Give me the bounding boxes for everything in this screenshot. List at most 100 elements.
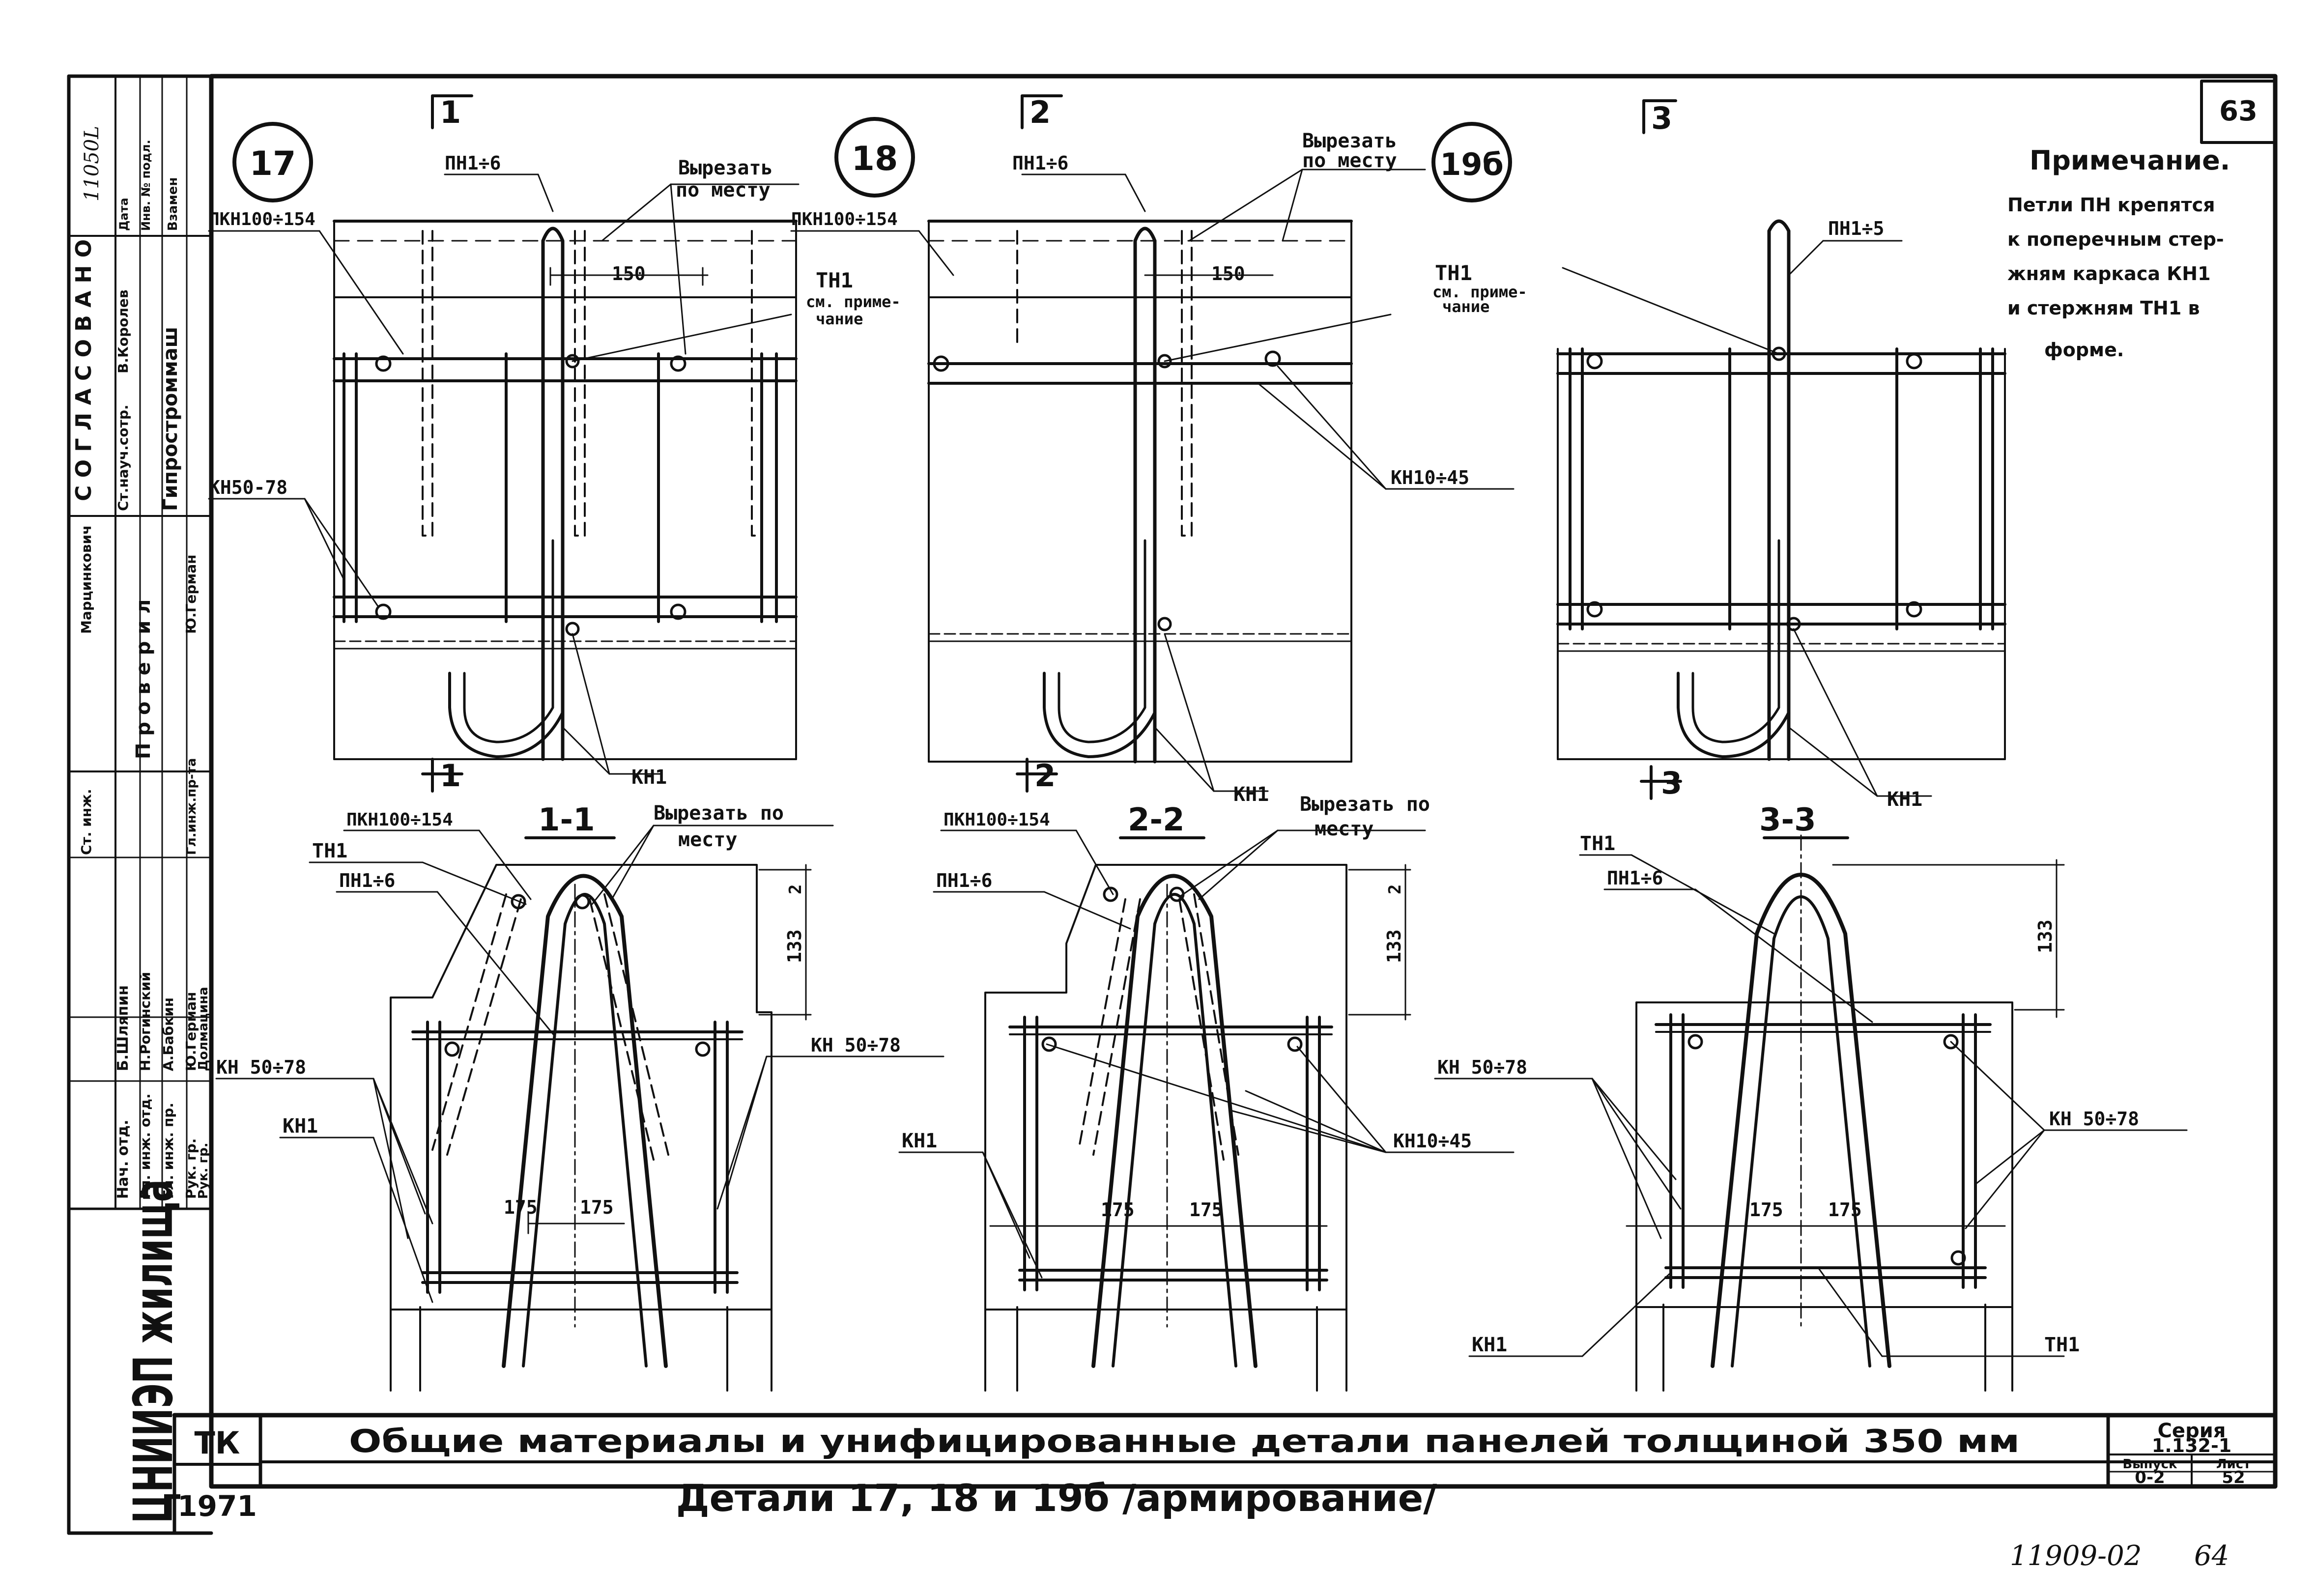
label-pkn: ПКН100÷154 bbox=[791, 209, 898, 229]
label-pn: ПН1÷6 bbox=[339, 870, 395, 891]
stamp-german: Ю.Герман bbox=[183, 554, 199, 634]
detail-17-plan bbox=[333, 94, 798, 793]
label-pn: ПН1÷6 bbox=[936, 870, 992, 891]
label-pkn: ПКН100÷154 bbox=[346, 810, 453, 830]
section-mark-3-bottom: 3 bbox=[1661, 765, 1682, 801]
detail-19b-plan-leaders bbox=[1562, 240, 1932, 797]
stamp-korolev: В.Королев bbox=[115, 289, 131, 373]
section-3-3 bbox=[1626, 834, 2065, 1392]
stamp-st-nauch: Ст.науч.сотр. bbox=[115, 404, 131, 511]
label-cut: Вырезать bbox=[1302, 130, 1397, 152]
note-line: и стержням ТН1 в bbox=[2007, 297, 2200, 319]
stamp-date: Дата bbox=[117, 198, 131, 231]
label-tn1: ТН1 bbox=[1580, 832, 1615, 855]
label-kn50: КН 50÷78 bbox=[2049, 1108, 2139, 1130]
section-mark-2-bottom: 2 bbox=[1034, 758, 1056, 794]
label-cut: по месту bbox=[1302, 149, 1397, 172]
section-3-3-leaders bbox=[1434, 854, 2188, 1357]
stamp-role: Гл. инж. отд. bbox=[137, 1093, 153, 1199]
dim-133: 133 bbox=[1383, 929, 1405, 963]
org-name: ЦНИИЭП жилища bbox=[122, 1179, 185, 1523]
stamp-name: Н.Рогинский bbox=[137, 972, 153, 1071]
dim-150: 150 bbox=[1211, 263, 1245, 285]
sheet-number-box bbox=[2200, 80, 2277, 144]
dim-2: 2 bbox=[786, 884, 805, 894]
section-1-1 bbox=[390, 836, 812, 1392]
note-line: форме. bbox=[2044, 339, 2124, 361]
label-tn1: ТН1 bbox=[1435, 261, 1472, 285]
page-number: 64 bbox=[2194, 1540, 2229, 1572]
stamp-role: Нач. отд. bbox=[114, 1120, 132, 1199]
detail-18-plan-leaders bbox=[790, 169, 1515, 792]
label-kn1: КН1 bbox=[283, 1115, 318, 1138]
dim-133: 133 bbox=[2034, 919, 2056, 953]
vypusk-label: Выпуск bbox=[2122, 1457, 2177, 1472]
archive-number: 11909-02 bbox=[2010, 1540, 2142, 1572]
detail-17-bubble bbox=[232, 122, 313, 202]
label-cut: месту bbox=[678, 828, 737, 851]
label-cut: Вырезать по bbox=[654, 802, 784, 825]
stamp-proveril: П р о в е р и л bbox=[132, 599, 155, 759]
dim-175: 175 bbox=[504, 1197, 538, 1218]
stamp-name: Ю.Герман bbox=[183, 992, 199, 1071]
side-number: 11050L bbox=[81, 126, 103, 201]
label-kn50: КН 50÷78 bbox=[811, 1034, 901, 1056]
stamp-st-eng: Ст. инж. bbox=[78, 789, 94, 855]
detail-19b-plan bbox=[1556, 99, 2006, 800]
vypusk-value: 0-2 bbox=[2135, 1468, 2165, 1487]
list-label: Лист bbox=[2216, 1457, 2251, 1472]
stamp-role: Рук. гр. bbox=[183, 1139, 199, 1199]
section-mark-1-top: 1 bbox=[440, 94, 461, 130]
note-line: к поперечным стер- bbox=[2007, 228, 2224, 250]
stamp-inv: Инв. № подл. bbox=[139, 140, 153, 231]
label-cut: по месту bbox=[676, 179, 771, 201]
list-value: 52 bbox=[2222, 1468, 2245, 1487]
section-mark-2-top: 2 bbox=[1029, 94, 1051, 130]
note-line: Петли ПН крепятся bbox=[2007, 194, 2215, 216]
seria-value: 1.132-1 bbox=[2152, 1435, 2231, 1456]
stamp-role: Гл. инж. пр. bbox=[160, 1103, 176, 1199]
seria-label: Серия bbox=[2158, 1420, 2226, 1442]
detail-17-plan-leaders bbox=[208, 173, 800, 775]
stamp-name: Б.Шляпин bbox=[114, 985, 132, 1071]
section-mark-1-bottom: 1 bbox=[440, 758, 461, 794]
cut-label-3-3: 3-3 bbox=[1759, 802, 1816, 838]
dim-2: 2 bbox=[1385, 884, 1405, 894]
label-kn1: КН1 bbox=[902, 1130, 937, 1152]
label-pn: ПН1÷6 bbox=[1012, 152, 1068, 174]
detail-17-number: 17 bbox=[250, 144, 296, 183]
stamp-role: Рук. гр. bbox=[196, 1142, 211, 1199]
label-see-note: чание bbox=[816, 310, 863, 328]
label-tn1: ТН1 bbox=[2044, 1334, 2080, 1356]
label-pkn: ПКН100÷154 bbox=[209, 209, 315, 229]
dim-175: 175 bbox=[1101, 1199, 1135, 1221]
note-title: Примечание. bbox=[2030, 145, 2230, 176]
label-kn1: КН1 bbox=[631, 766, 667, 789]
label-pn: ПН1÷5 bbox=[1828, 218, 1884, 239]
tk-code: ТК bbox=[195, 1425, 240, 1461]
sheet-subtitle: Детали 17, 18 и 19б /армирование/ bbox=[676, 1476, 1437, 1520]
section-2-2-leaders bbox=[898, 829, 1515, 1279]
section-2-2 bbox=[984, 836, 1411, 1392]
label-tn1: ТН1 bbox=[312, 840, 347, 862]
stamp-marcinkovich: Марцинкович bbox=[78, 525, 94, 634]
detail-18-plan bbox=[927, 94, 1353, 793]
dim-150: 150 bbox=[612, 263, 646, 285]
label-tn1: ТН1 bbox=[816, 268, 853, 292]
stamp-giprostrom: Гипростроммаш bbox=[159, 327, 182, 511]
label-kn10: КН10÷45 bbox=[1393, 1130, 1472, 1152]
label-cut: месту bbox=[1315, 818, 1373, 840]
sheet-frame bbox=[209, 74, 2278, 1489]
detail-19b-bubble bbox=[1431, 122, 1512, 202]
dim-133: 133 bbox=[784, 929, 805, 963]
label-kn50: КН 50÷78 bbox=[1437, 1056, 1527, 1078]
dim-175: 175 bbox=[1749, 1199, 1783, 1221]
label-see-note: см. приме- bbox=[1432, 283, 1527, 301]
label-kn10: КН10÷45 bbox=[1391, 467, 1469, 488]
dim-175: 175 bbox=[1828, 1199, 1862, 1221]
stamp-name: А.Бабкин bbox=[160, 998, 176, 1071]
label-kn1: КН1 bbox=[1472, 1334, 1507, 1356]
label-kn1: КН1 bbox=[1233, 783, 1269, 806]
label-pn: ПН1÷6 bbox=[445, 152, 501, 174]
